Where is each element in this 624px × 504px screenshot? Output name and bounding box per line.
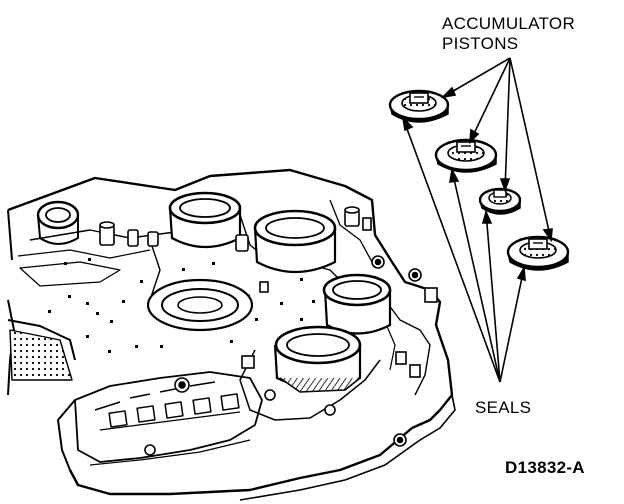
- accumulator-piston-1: [388, 89, 450, 123]
- surface-specks: [48, 258, 315, 353]
- accumulator-pistons-label-line1: ACCUMULATOR: [442, 14, 576, 33]
- accumulator-leader-lines: [440, 57, 553, 243]
- accumulator-piston-3: [478, 187, 522, 215]
- seals-leader-lines: [401, 115, 526, 383]
- bore-lower: [273, 325, 362, 393]
- bore-right: [322, 273, 392, 335]
- bore-top-2: [253, 209, 337, 274]
- bore-top-1: [168, 191, 242, 248]
- bore-upper-left: [36, 200, 80, 245]
- accumulator-piston-4: [506, 235, 570, 271]
- accumulator-pistons: [388, 89, 570, 271]
- plate-details: [99, 206, 438, 456]
- bore-center: [146, 278, 254, 332]
- seals-label: SEALS: [475, 398, 532, 417]
- piston-bores: [36, 191, 392, 393]
- accumulator-pistons-label-line2: PISTONS: [442, 34, 519, 53]
- accumulator-piston-2: [434, 138, 498, 173]
- figure-code-label: D13832-A: [505, 458, 585, 477]
